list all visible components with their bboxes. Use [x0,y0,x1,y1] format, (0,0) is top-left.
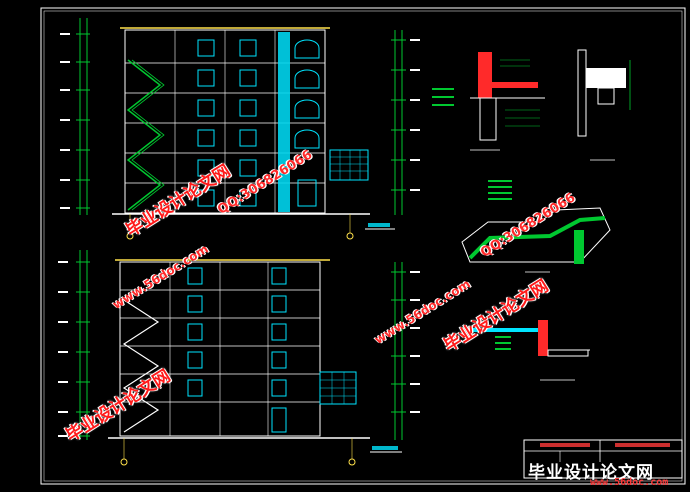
top-left-dimension [76,18,90,215]
detail-canopy [470,320,590,381]
detail-beam [577,49,631,161]
sheet-inner-border [43,10,683,482]
detail-parapet [432,52,545,151]
footer-logo: 毕业设计论文网 www.56doc.com [528,458,688,490]
top-elevation [60,18,420,240]
sheet-border [40,7,686,485]
footer-site-url: www.56doc.com [590,477,669,488]
footer-brand: 毕业设计论文网 [528,463,654,483]
bottom-elevation [58,250,420,466]
top-left-dim-labels [60,33,70,209]
title-block [523,439,683,479]
detail-stair-section [461,180,611,273]
